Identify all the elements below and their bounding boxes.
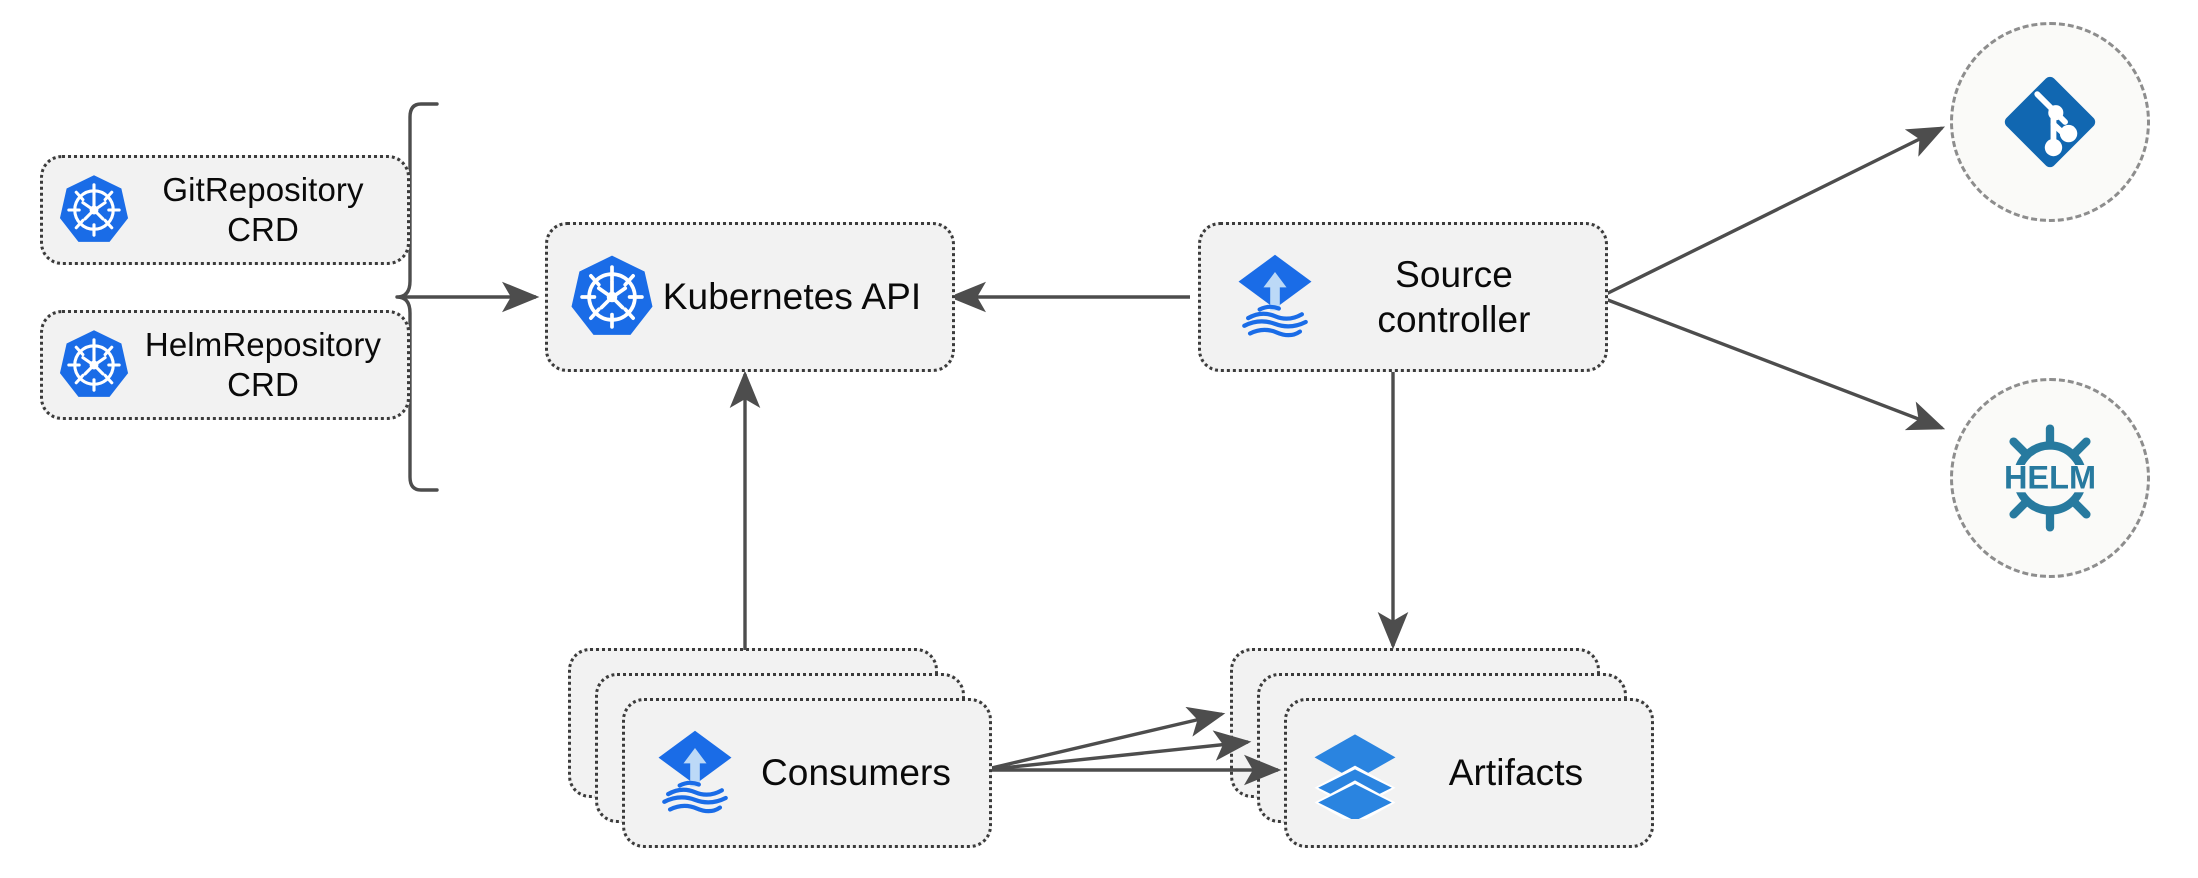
- node-git-repository-crd[interactable]: GitRepository CRD: [40, 155, 410, 265]
- node-label: HelmRepository CRD: [144, 325, 382, 403]
- flux-icon: [647, 725, 743, 821]
- node-git-repository-endpoint[interactable]: [1950, 22, 2150, 222]
- helm-wordmark: HELM: [2004, 459, 2096, 495]
- node-helm-repository-endpoint[interactable]: HELM: [1950, 378, 2150, 578]
- node-label: Source controller: [1377, 253, 1531, 340]
- node-label: Consumers: [760, 752, 952, 794]
- node-kubernetes-api[interactable]: Kubernetes API: [545, 222, 955, 372]
- edge-source-to-helm: [1599, 295, 1946, 431]
- node-label: Artifacts: [1448, 752, 1584, 794]
- node-label: GitRepository CRD: [162, 170, 364, 248]
- kubernetes-icon: [57, 328, 131, 402]
- kubernetes-icon: [57, 173, 131, 247]
- node-source-controller[interactable]: Source controller: [1198, 222, 1608, 372]
- edge-consumers-to-artifacts-top: [982, 706, 1226, 772]
- node-label: Kubernetes API: [662, 276, 922, 318]
- node-artifacts[interactable]: Artifacts: [1284, 698, 1654, 848]
- edge-source-to-git: [1599, 126, 1946, 299]
- edge-consumers-to-artifacts-mid: [982, 730, 1252, 772]
- helm-icon: HELM: [1985, 413, 2115, 543]
- node-consumers[interactable]: Consumers: [622, 698, 992, 848]
- flux-icon: [1227, 249, 1323, 345]
- layers-icon: [1309, 727, 1401, 819]
- kubernetes-icon: [568, 253, 656, 341]
- git-icon: [1992, 64, 2108, 180]
- node-helm-repository-crd[interactable]: HelmRepository CRD: [40, 310, 410, 420]
